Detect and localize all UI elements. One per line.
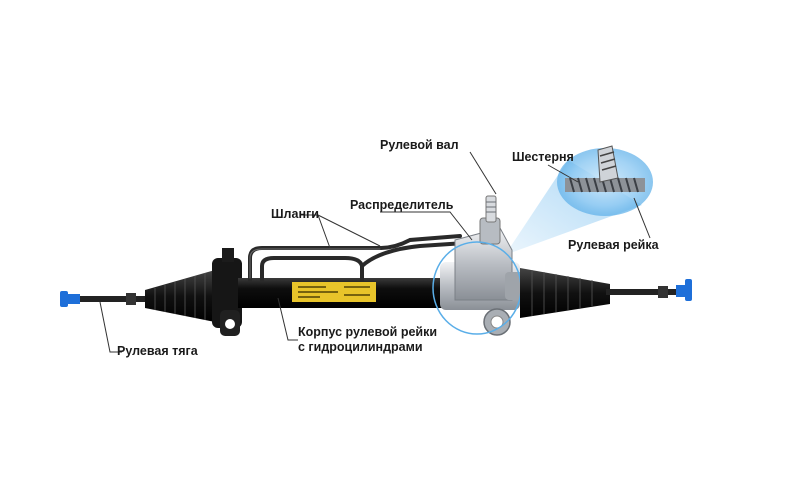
- leader-distributor: [380, 211, 473, 241]
- right-tie-rod: [606, 279, 692, 301]
- leader-pinion: [547, 164, 579, 183]
- hose-highlights: [249, 248, 381, 279]
- left-boot: [145, 270, 215, 322]
- hydraulic-hoses: [248, 234, 467, 282]
- label-housing: Корпус рулевой рейки с гидроцилиндрами: [298, 325, 437, 355]
- label-steering-shaft: Рулевой вал: [380, 138, 459, 152]
- leader-rack: [633, 197, 651, 239]
- leader-housing: [277, 297, 298, 341]
- right-boot: [520, 268, 610, 318]
- leader-hoses-2: [317, 214, 381, 247]
- pinion-rack-inset: [557, 145, 653, 216]
- label-rack: Рулевая рейка: [568, 238, 659, 252]
- label-distributor: Распределитель: [350, 198, 454, 212]
- label-pinion: Шестерня: [512, 150, 574, 164]
- label-hoses: Шланги: [271, 207, 319, 221]
- leader-steering-shaft: [469, 151, 497, 195]
- label-tie-rod: Рулевая тяга: [117, 344, 198, 358]
- label-housing-line1: Корпус рулевой рейки: [298, 325, 438, 339]
- left-tie-rod: [60, 291, 150, 307]
- label-housing-line2: с гидроцилиндрами: [298, 340, 423, 354]
- leader-tie-rod: [99, 301, 122, 353]
- leader-lines: [99, 151, 651, 353]
- rack-housing-tube: [238, 278, 448, 308]
- left-mount: [212, 248, 242, 336]
